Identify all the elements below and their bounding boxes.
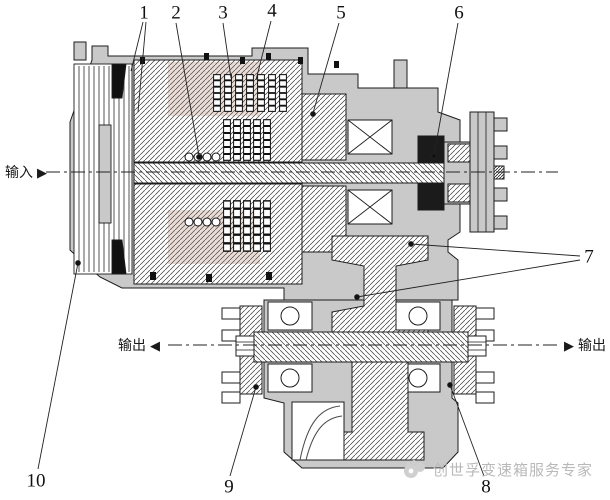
- output-left-label-text: 输出: [118, 337, 146, 353]
- input-arrow-icon: ▶: [37, 164, 47, 180]
- callout-9: 9: [224, 476, 234, 498]
- callout-8: 8: [481, 476, 491, 498]
- dropbox-driven-gear: [291, 361, 425, 461]
- output-left-axis-label: 输出 ◀: [118, 338, 160, 352]
- watermark-paw-logo: [404, 460, 425, 478]
- callout-4: 4: [267, 0, 277, 22]
- callout-1: 1: [139, 2, 149, 24]
- watermark: 创世孚变速箱服务专家: [402, 458, 593, 480]
- callout-5: 5: [336, 2, 346, 24]
- taper-bearing-upper: [347, 119, 393, 155]
- leader-lines: [37, 20, 581, 477]
- output-left-arrow-icon: ◀: [150, 337, 160, 353]
- callout-2: 2: [171, 2, 181, 24]
- watermark-text: 创世孚变速箱服务专家: [433, 461, 594, 479]
- output-right-arrow-icon: ▶: [564, 337, 574, 353]
- callout-7: 7: [584, 246, 594, 268]
- output-right-label-text: 输出: [578, 337, 606, 353]
- output-right-axis-label: ▶ 输出: [564, 338, 606, 352]
- callout-10: 10: [26, 470, 46, 492]
- input-label-text: 输入: [5, 164, 33, 180]
- taper-bearing-lower: [347, 189, 393, 225]
- flywheel-damper: [73, 63, 133, 275]
- input-axis-label: 输入 ▶: [5, 165, 47, 179]
- output-shaft: [235, 331, 487, 363]
- clutch-springs: [184, 74, 287, 252]
- callout-3: 3: [218, 2, 228, 24]
- callout-6: 6: [454, 2, 464, 24]
- centerlines: [46, 171, 560, 346]
